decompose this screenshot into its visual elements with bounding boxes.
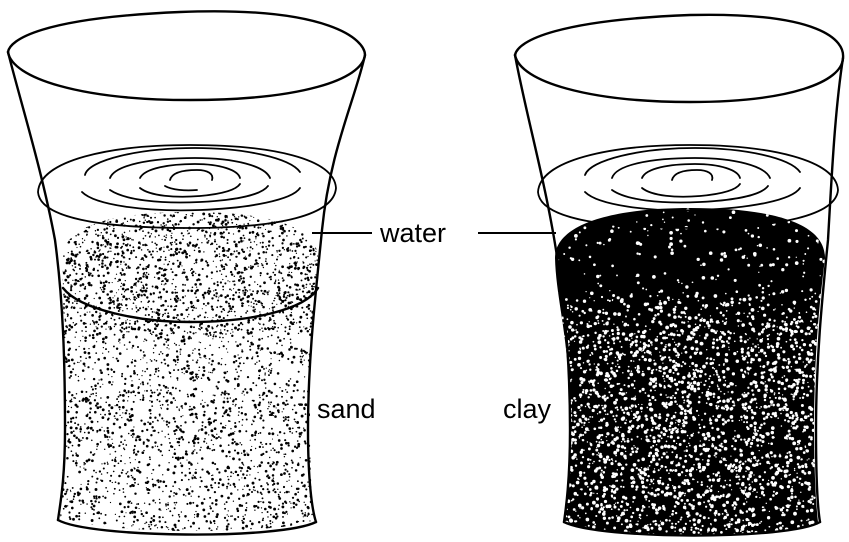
right-glass-rim-front <box>515 55 843 102</box>
clay-label: clay <box>503 394 552 424</box>
clay-glass <box>515 15 843 542</box>
right-ripples <box>585 148 800 210</box>
clay-fill <box>540 200 840 542</box>
sand-glass <box>8 11 365 541</box>
left-glass-base <box>58 520 316 535</box>
sand-label: sand <box>317 394 376 424</box>
left-glass-left-wall <box>8 52 65 520</box>
sand-fill <box>54 204 326 541</box>
right-glass-left-wall <box>515 55 570 522</box>
left-glass-rim-front <box>8 52 365 100</box>
left-ripples <box>82 148 300 210</box>
water-label: water <box>379 218 446 248</box>
